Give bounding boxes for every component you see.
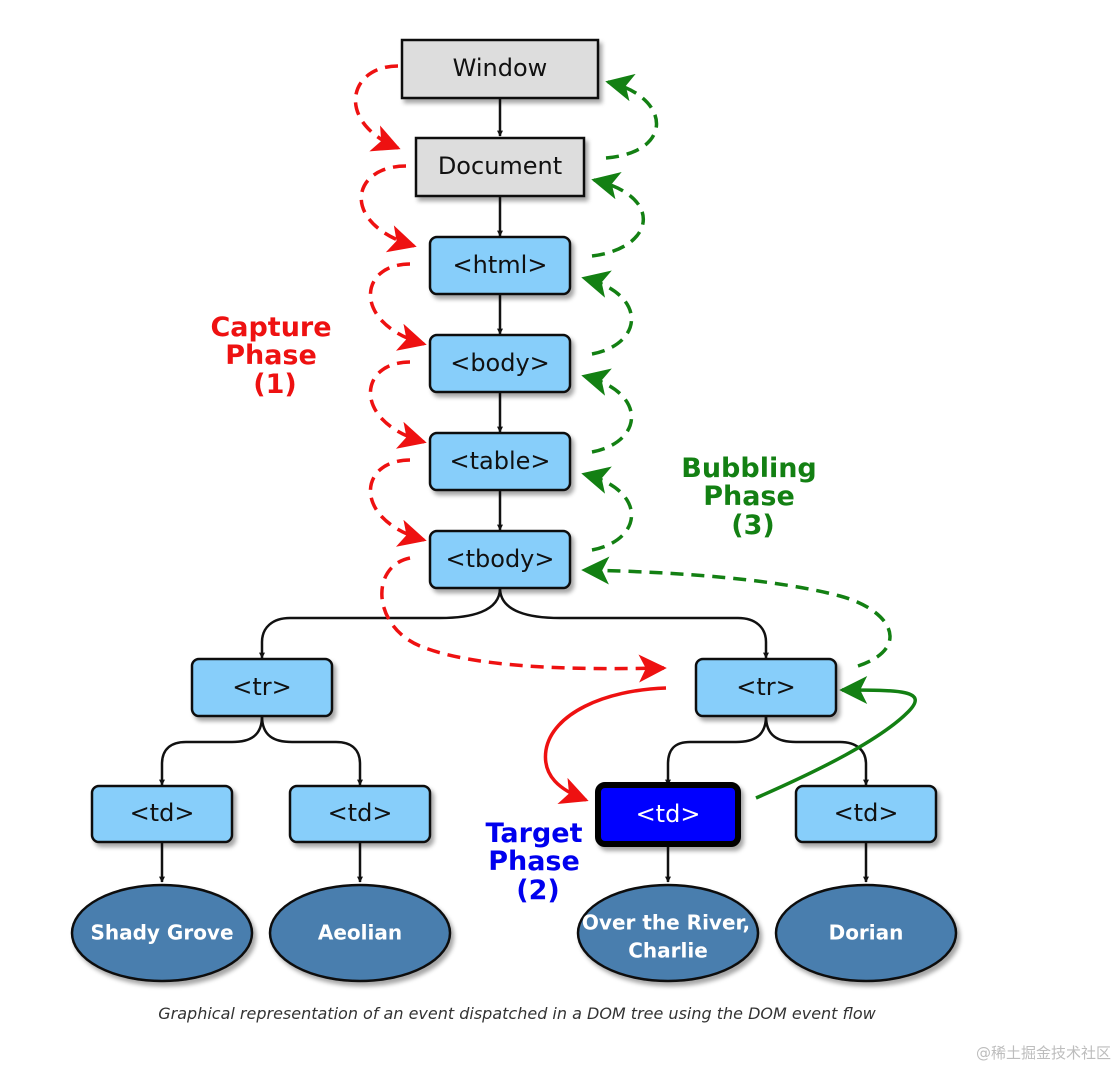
bubbling-phase-label: Bubbling Phase (3) — [681, 453, 817, 541]
target-phase-line2: Phase — [488, 846, 580, 877]
capture-arrow-tr-target — [543, 686, 667, 805]
connector-tbody-tr-left — [259, 587, 502, 659]
node-document: Document — [414, 136, 586, 198]
bubbling-arrow-tbody-table — [581, 466, 634, 552]
node-td-target-label: <td> — [636, 800, 701, 828]
capture-arrow-body-table — [368, 360, 427, 449]
node-html-label: <html> — [453, 251, 548, 279]
leaf-node-4-label: Dorian — [829, 921, 904, 945]
bubbling-arrow-target-tr — [755, 676, 917, 800]
leaf-node-1: Shady Grove — [70, 883, 254, 983]
leaf-node-2: Aeolian — [268, 883, 452, 983]
capture-phase-line1: Capture — [210, 312, 331, 343]
leaf-node-2-label: Aeolian — [318, 921, 402, 945]
node-td-1-label: <td> — [130, 799, 195, 827]
capture-arrows — [353, 64, 667, 805]
node-table: <table> — [428, 431, 572, 492]
node-tr-right-label: <tr> — [736, 673, 796, 701]
bubbling-phase-line2: Phase — [703, 481, 795, 512]
capture-phase-label: Capture Phase (1) — [210, 312, 331, 400]
capture-phase-line2: Phase — [225, 340, 317, 371]
node-html: <html> — [428, 235, 572, 296]
capture-phase-line3: (1) — [253, 369, 296, 400]
capture-arrow-table-tbody — [368, 458, 427, 547]
bubbling-phase-line1: Bubbling — [681, 453, 817, 484]
bubbling-arrow-document-window — [605, 73, 659, 160]
target-phase-label: Target Phase (2) — [485, 818, 582, 906]
node-tbody: <tbody> — [428, 529, 572, 590]
leaf-node-4: Dorian — [774, 883, 958, 983]
connector-tr-right-td-4 — [764, 715, 869, 786]
leaf-node-1-label: Shady Grove — [90, 921, 233, 945]
node-td-2: <td> — [288, 784, 432, 844]
bubbling-arrow-body-html — [581, 270, 634, 356]
node-td-1: <td> — [90, 784, 234, 844]
capture-arrow-html-body — [368, 262, 427, 351]
node-tr-right: <tr> — [694, 657, 838, 718]
bubbling-phase-line3: (3) — [731, 510, 774, 541]
node-td-4: <td> — [794, 784, 938, 844]
node-body: <body> — [428, 333, 572, 394]
connector-tbody-tr-right — [498, 587, 769, 659]
node-window: Window — [400, 38, 600, 100]
leaf-node-3-label-line2: Charlie — [628, 939, 708, 963]
node-td-4-label: <td> — [834, 799, 899, 827]
node-window-label: Window — [453, 54, 548, 82]
capture-arrow-document-html — [359, 164, 417, 253]
node-document-label: Document — [438, 152, 562, 180]
connector-tr-right-td-target — [665, 715, 768, 786]
connector-tr-left-td-1 — [159, 715, 264, 786]
bubbling-arrow-table-body — [581, 368, 634, 454]
tree-connectors — [159, 98, 869, 883]
figure-caption: Graphical representation of an event dis… — [158, 1004, 876, 1023]
node-td-2-label: <td> — [328, 799, 393, 827]
watermark: @稀土掘金技术社区 — [975, 1044, 1111, 1062]
node-body-label: <body> — [450, 349, 550, 377]
node-tr-left-label: <tr> — [232, 673, 292, 701]
node-td-target: <td> — [595, 782, 741, 847]
node-tr-left: <tr> — [190, 657, 334, 718]
target-phase-line1: Target — [485, 818, 582, 849]
bubbling-arrows — [581, 73, 917, 800]
capture-arrow-window-document — [353, 64, 401, 152]
node-tbody-label: <tbody> — [446, 545, 555, 573]
target-phase-line3: (2) — [516, 875, 559, 906]
bubbling-arrow-html-document — [591, 171, 645, 258]
node-table-label: <table> — [449, 447, 550, 475]
leaf-node-3: Over the River, Charlie — [576, 883, 760, 983]
connector-tr-left-td-2 — [260, 715, 363, 786]
leaf-node-3-label-line1: Over the River, — [582, 911, 750, 935]
